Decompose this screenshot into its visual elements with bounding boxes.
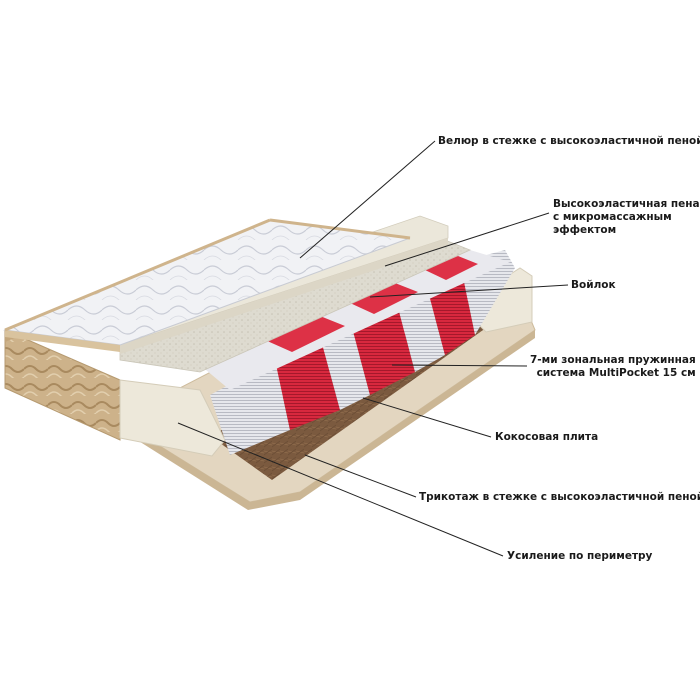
quilted-left-rim (4, 218, 271, 332)
leader-springs (391, 364, 528, 367)
spring-system (200, 250, 515, 455)
spring-top-white (200, 250, 510, 390)
leader-knit (304, 454, 417, 498)
label-springs: 7-ми зональная пружинная система MultiPo… (530, 354, 696, 379)
leader-perimeter (177, 422, 504, 557)
quilted-top-edge (5, 330, 120, 352)
side-wave-front (4, 329, 121, 441)
leader-velour (299, 140, 436, 259)
spring-top-red-c (425, 256, 478, 280)
label-knit: Трикотаж в стежке с высокоэластичной пен… (419, 491, 700, 503)
label-felt: Войлок (571, 279, 616, 291)
spring-top-red-a (265, 316, 345, 352)
spring-zone-white-1 (210, 360, 290, 455)
spring-top-red-b (350, 283, 418, 314)
quilted-top-rim (269, 218, 411, 240)
perimeter-foam-block (119, 379, 226, 457)
label-velour: Велюр в стежке с высокоэластичной пеной (438, 135, 700, 147)
hr-foam-front (120, 238, 448, 354)
leader-hr-foam (384, 212, 550, 267)
label-perimeter: Усиление по периметру (507, 550, 653, 562)
label-coconut: Кокосовая плита (495, 431, 599, 443)
label-hr-foam: Высокоэластичная пена с микромассажным э… (553, 198, 700, 236)
base-knit-edge (118, 330, 535, 510)
leader-coconut (362, 397, 492, 438)
leader-felt (369, 284, 569, 298)
leader-lines (177, 140, 569, 557)
